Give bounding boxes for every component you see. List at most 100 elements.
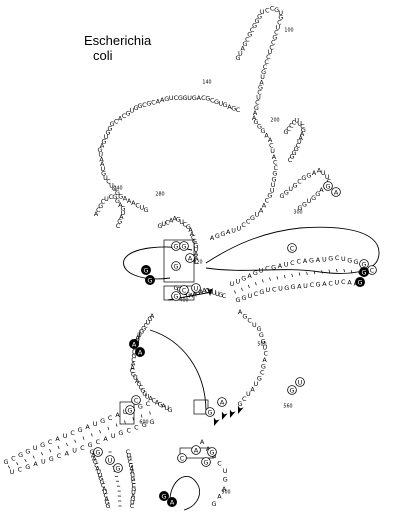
nucleotide: G [298,204,303,212]
nucleotide: U [335,279,340,287]
nucleotide: C [296,258,301,266]
nucleotide: G [131,371,136,379]
nucleotide: A [319,186,324,194]
nucleotide: G [274,6,279,14]
svg-text:A: A [334,188,339,196]
base-pair-tick [32,455,35,459]
nucleotide: C [70,429,75,437]
nucleotide: G [284,128,289,136]
nucleotide: G [267,192,272,200]
nucleotide: A [222,485,227,493]
nucleotide: U [270,147,275,155]
nucleotide: G [90,448,95,456]
nucleotide: U [63,432,68,440]
strand-lower-loop: AGUCGGUACGAUGCAACGUAGCGGUACAGAUG [130,312,173,414]
nucleotide: G [130,495,135,503]
nucleotide: A [322,280,327,288]
position-label: 500 [257,342,266,348]
svg-text:G: G [144,266,149,274]
boxed-region [193,399,209,415]
svg-text:A: A [188,254,193,262]
base-pair-tick [107,426,110,431]
nucleotide: U [98,151,103,159]
position-label: 560 [283,404,292,410]
nucleotide: C [103,492,108,500]
base-pair-tick [291,273,293,277]
nucleotide: U [132,349,137,357]
nucleotide: G [223,101,228,109]
nucleotide: C [130,502,135,510]
nucleotide: G [254,104,259,112]
nucleotide: U [218,100,223,108]
nucleotide: G [98,475,103,483]
filled-circle-nucleotide: G [144,274,155,285]
svg-text:G: G [358,278,363,286]
nucleotide: G [261,337,266,345]
nucleotide: C [290,259,295,267]
nucleotide: A [118,115,123,123]
base-pair-ticks [7,268,360,507]
nucleotide: U [278,285,283,293]
cleavage-arrow-marker [213,417,220,426]
nucleotide: A [169,217,174,225]
nucleotide: C [255,99,260,107]
nucleotide: U [137,331,142,339]
nucleotide: C [246,218,251,226]
base-pair-tick [16,462,19,466]
filled-circle-nucleotide: G [354,276,365,287]
nucleotide: G [144,206,149,214]
circled-nucleotide: C [131,395,141,405]
cleavage-arrow-marker [207,288,213,296]
nucleotide: C [109,193,114,201]
nucleotide: G [259,331,264,339]
nucleotide: A [259,78,264,86]
nucleotide: G [126,109,131,117]
nucleotide: U [297,120,302,128]
nucleotide: G [192,94,197,102]
nucleotide: A [55,435,60,443]
svg-text:G: G [290,386,295,394]
nucleotide: A [118,201,123,209]
nucleotide: G [137,380,142,388]
nucleotide: U [131,488,136,496]
position-label: 600 [139,420,148,426]
nucleotide: G [254,118,259,126]
nucleotide: G [238,400,243,408]
nucleotide: G [241,275,246,283]
nucleotide: G [40,441,45,449]
filled-circle-nucleotide: G [158,490,169,501]
position-label: 300 [293,210,302,216]
nucleotide: G [280,192,285,200]
nucleotide: U [223,467,228,475]
nucleotide: U [254,380,259,388]
nucleotide: C [96,206,101,214]
bottom-pseudoknot-line [169,476,200,511]
nucleotide: G [192,238,197,246]
nucleotide: G [142,421,147,429]
base-pair-tick [261,279,264,283]
nucleotide: C [271,38,276,46]
nucleotide: U [288,185,293,193]
boxed-regions [119,239,215,459]
nucleotide: A [250,385,255,393]
nucleotide: A [226,228,231,236]
nucleotide: A [300,130,305,138]
nucleotide: G [253,269,258,277]
nucleotide: A [33,460,38,468]
circled-nucleotide: A [191,445,201,455]
nucleotide: U [237,224,242,232]
nucleotide: A [262,356,267,364]
nucleotide: G [195,289,200,297]
nucleotide: G [242,312,247,320]
nucleotide: U [252,321,257,329]
circled-nucleotide: C [179,285,189,295]
circled-nucleotide: G [93,447,103,457]
nucleotide: U [271,181,276,189]
nucleotide: C [260,369,265,377]
nucleotide: C [135,202,140,210]
svg-text:G: G [128,406,133,414]
nucleotide: C [257,89,262,97]
